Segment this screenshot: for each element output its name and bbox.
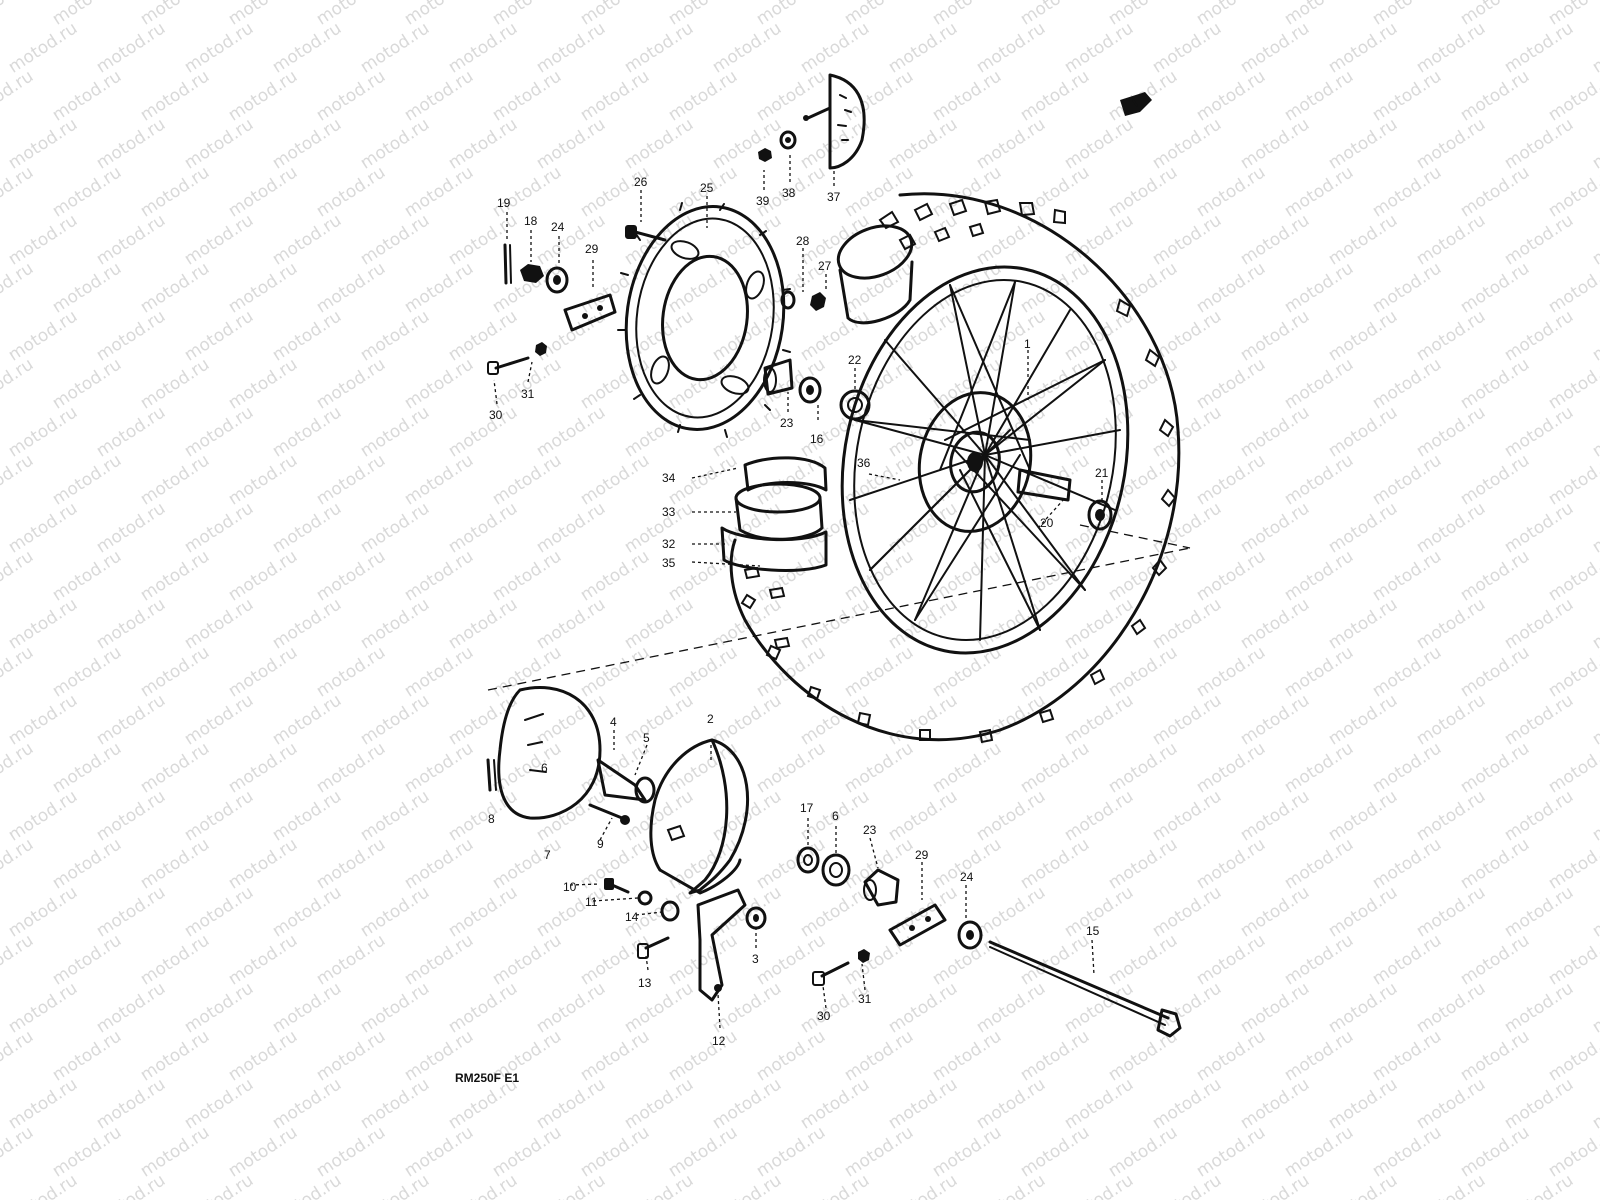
callout-31-lower: 31 xyxy=(858,992,872,1006)
valve-37 xyxy=(803,73,866,170)
callout-21: 21 xyxy=(1095,466,1109,480)
callout-30: 30 xyxy=(489,408,503,422)
diagram-code: RM250F E1 xyxy=(455,1071,519,1085)
washer-24-lower xyxy=(957,920,983,950)
callout-22: 22 xyxy=(848,353,862,367)
washer-38 xyxy=(779,130,797,150)
callout-6-lower: 6 xyxy=(832,809,839,823)
spacer-23-top xyxy=(763,358,794,396)
callout-36: 36 xyxy=(857,456,871,470)
nut-39 xyxy=(758,148,772,162)
callout-8: 8 xyxy=(488,812,495,826)
callout-17: 17 xyxy=(800,801,814,815)
callout-37: 37 xyxy=(827,190,841,204)
callout-3: 3 xyxy=(752,952,759,966)
rim-band xyxy=(836,224,914,325)
hub-center xyxy=(949,430,1001,494)
callout-2: 2 xyxy=(707,712,714,726)
rear-wheel-assembly xyxy=(729,192,1181,744)
callout-27: 27 xyxy=(818,259,832,273)
callout-11: 11 xyxy=(585,895,598,909)
callout-32: 32 xyxy=(662,537,676,551)
callout-4: 4 xyxy=(610,715,617,729)
callout-28: 28 xyxy=(796,234,810,248)
callout-38: 38 xyxy=(782,186,796,200)
bolt-26 xyxy=(625,225,667,242)
callout-39: 39 xyxy=(756,194,770,208)
brake-panel-assembly xyxy=(486,686,656,825)
callout-29: 29 xyxy=(585,242,599,256)
callout-6: 6 xyxy=(541,761,548,775)
tire-tread-blocks xyxy=(740,198,1177,744)
callout-24: 24 xyxy=(551,220,565,234)
bolt-30-top xyxy=(487,356,530,375)
bearing-22 xyxy=(839,389,871,421)
cotter-pin-19 xyxy=(503,243,512,285)
nut-31-lower xyxy=(858,949,870,963)
hub-flange xyxy=(917,391,1033,533)
leader-lines xyxy=(493,152,1103,1029)
callout-31: 31 xyxy=(521,387,535,401)
rear-sprocket xyxy=(617,202,791,438)
washer-11 xyxy=(637,890,653,906)
callout-23-lower: 23 xyxy=(863,823,877,837)
castle-nut-18 xyxy=(520,264,544,283)
callout-30-lower: 30 xyxy=(817,1009,831,1023)
spacer-23-lower xyxy=(863,868,900,907)
callout-1: 1 xyxy=(1024,337,1031,351)
callout-16: 16 xyxy=(810,432,824,446)
axle-centerline xyxy=(487,524,1191,691)
bolt-30-lower xyxy=(812,961,850,986)
callout-24-lower: 24 xyxy=(960,870,974,884)
tube-and-tire-section xyxy=(720,456,828,572)
chain-adjuster-29-top xyxy=(563,293,617,332)
callout-20: 20 xyxy=(1040,516,1054,530)
orientation-arrow xyxy=(1120,92,1152,116)
hub-bore xyxy=(967,452,983,472)
bushing-3 xyxy=(745,906,767,930)
callout-34: 34 xyxy=(662,471,676,485)
nut-27 xyxy=(810,292,826,311)
callout-29-lower: 29 xyxy=(915,848,929,862)
callout-23: 23 xyxy=(780,416,794,430)
callout-12: 12 xyxy=(712,1034,726,1048)
nut-21 xyxy=(1087,499,1113,531)
callout-26: 26 xyxy=(634,175,648,189)
chain-adjuster-29-lower xyxy=(888,903,947,947)
bearing-6-lower xyxy=(821,853,851,887)
bearing-16 xyxy=(798,376,822,404)
washer-14 xyxy=(660,900,680,922)
axle-sleeve xyxy=(1016,468,1072,502)
callout-15: 15 xyxy=(1086,924,1100,938)
bolt-10 xyxy=(604,878,630,894)
rear-axle-15 xyxy=(988,940,1182,1038)
washer-28 xyxy=(780,290,796,310)
callout-35: 35 xyxy=(662,556,676,570)
washer-17 xyxy=(796,846,820,874)
callout-9: 9 xyxy=(597,837,604,851)
callout-25: 25 xyxy=(700,181,714,195)
callout-10: 10 xyxy=(563,880,577,894)
callout-7: 7 xyxy=(544,848,551,862)
callout-19: 19 xyxy=(497,196,511,210)
callout-14: 14 xyxy=(625,910,639,924)
callout-5: 5 xyxy=(643,731,650,745)
washer-24-top xyxy=(545,266,569,294)
brake-arm xyxy=(696,888,747,1002)
callout-33: 33 xyxy=(662,505,676,519)
callout-18: 18 xyxy=(524,214,538,228)
callout-13: 13 xyxy=(638,976,652,990)
bolt-13 xyxy=(637,936,670,959)
callout-labels: 19 18 24 29 26 25 28 27 39 38 37 22 1 23… xyxy=(488,175,1109,1048)
nut-31-top xyxy=(535,342,547,356)
brake-plate xyxy=(649,738,750,895)
